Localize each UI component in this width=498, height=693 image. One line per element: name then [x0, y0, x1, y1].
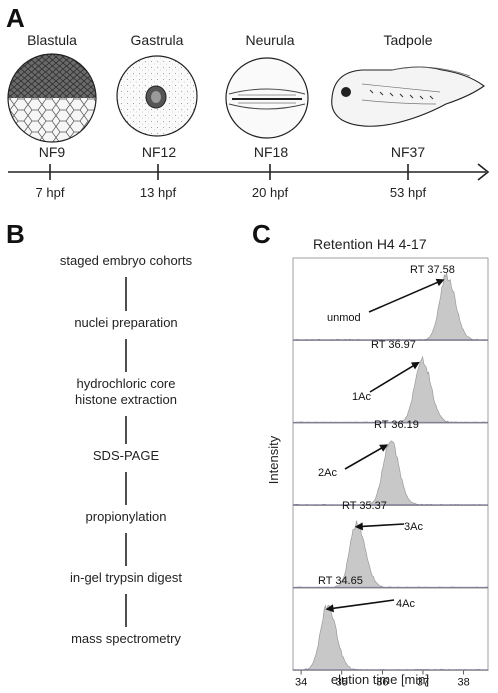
- stage-hpf-label: 13 hpf: [140, 185, 177, 200]
- stage-nf-label: NF37: [391, 144, 425, 160]
- stage-hpf-label: 20 hpf: [252, 185, 289, 200]
- trace-label: 3Ac: [404, 521, 423, 533]
- trace-label: unmod: [327, 312, 361, 324]
- x-tick-label: 37: [417, 677, 429, 689]
- y-axis-label: Intensity: [266, 435, 281, 484]
- gastrula-illustration: [116, 55, 198, 137]
- trace-label: 1Ac: [352, 391, 371, 403]
- stage-name-gastrula: Gastrula: [131, 32, 184, 48]
- retention-time-label: RT 36.19: [374, 419, 419, 431]
- chromatogram-peak: [292, 604, 489, 671]
- x-tick-label: 38: [458, 677, 470, 689]
- stage-nf-label: NF9: [39, 144, 66, 160]
- timeline-axis: [8, 163, 490, 181]
- x-tick-label: 36: [376, 677, 388, 689]
- stage-name-blastula: Blastula: [27, 32, 77, 48]
- stage-hpf-label: 7 hpf: [36, 185, 65, 200]
- panel-letter-c: C: [252, 219, 271, 249]
- stage-name-neurula: Neurula: [245, 32, 294, 48]
- workflow-step: SDS-PAGE: [93, 448, 160, 463]
- panel-letter-a: A: [6, 3, 25, 33]
- annotation-arrow: [368, 280, 441, 313]
- arrow-head: [379, 444, 389, 452]
- workflow-step: mass spectrometry: [71, 631, 181, 646]
- x-tick-label: 35: [336, 677, 348, 689]
- blastula-illustration: [7, 53, 97, 143]
- workflow-step: staged embryo cohorts: [60, 253, 193, 268]
- chromatogram-stack: RT 37.58 unmod RT 36.97 1Ac RT 36.19 2Ac RT 35…: [292, 257, 489, 689]
- arrow-head: [325, 604, 334, 613]
- stage-name-tadpole: Tadpole: [383, 32, 432, 48]
- arrow-head: [410, 361, 420, 370]
- stage-nf-label: NF18: [254, 144, 288, 160]
- workflow-step: histone extraction: [75, 392, 177, 407]
- arrow-head: [354, 522, 363, 531]
- chromatogram-peak: [292, 355, 489, 424]
- retention-time-label: RT 36.97: [371, 339, 416, 351]
- annotation-arrow: [330, 599, 395, 610]
- workflow-step: hydrochloric core: [77, 376, 176, 391]
- annotation-arrow: [344, 446, 385, 470]
- workflow-step: in-gel trypsin digest: [70, 570, 182, 585]
- chart-title: Retention H4 4-17: [313, 236, 427, 252]
- tadpole-illustration: [331, 66, 485, 127]
- retention-time-label: RT 34.65: [318, 575, 363, 587]
- panel-letter-b: B: [6, 219, 25, 249]
- x-axis-label: elution time [min]: [331, 672, 429, 687]
- annotation-arrow: [359, 523, 405, 528]
- trace-label: 4Ac: [396, 598, 415, 610]
- annotation-arrow: [369, 363, 416, 393]
- stage-hpf-label: 53 hpf: [390, 185, 427, 200]
- neurula-illustration: [225, 57, 309, 139]
- trace-label: 2Ac: [318, 467, 337, 479]
- retention-time-label: RT 37.58: [410, 264, 455, 276]
- retention-time-label: RT 35.37: [342, 500, 387, 512]
- arrow-head: [435, 278, 445, 287]
- workflow-steps: staged embryo cohorts nuclei preparation h…: [60, 253, 193, 646]
- stage-nf-label: NF12: [142, 144, 176, 160]
- x-tick-label: 34: [295, 677, 307, 689]
- chromatogram-peak: [292, 272, 489, 341]
- workflow-step: nuclei preparation: [74, 315, 177, 330]
- workflow-step: propionylation: [86, 509, 167, 524]
